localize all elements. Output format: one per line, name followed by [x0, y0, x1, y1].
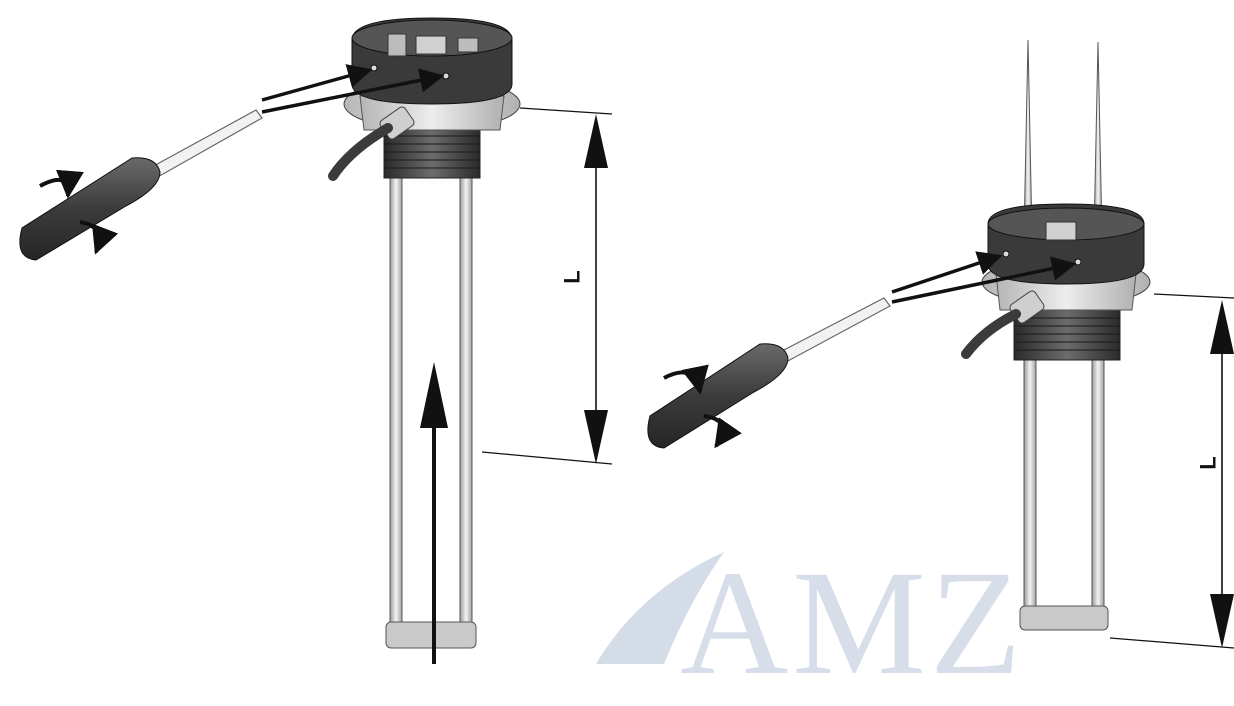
right-screw-hole-a — [1002, 250, 1010, 258]
watermark-swoosh-shape — [596, 552, 724, 664]
right-screwdriver-shaft — [779, 297, 891, 363]
left-terminal-block-2 — [387, 33, 407, 57]
left-screwdriver-shaft — [149, 109, 263, 179]
right-screw-hole-b — [1074, 258, 1082, 266]
left-screwdriver-handle — [19, 157, 161, 261]
left-insert-arrowhead — [420, 362, 448, 428]
right-assembly — [891, 39, 1234, 649]
left-screw-hole-a — [370, 64, 378, 72]
left-rotate-arrow-top — [39, 169, 84, 199]
right-thread-lines — [1014, 317, 1120, 351]
right-rod-a — [1023, 349, 1037, 621]
right-rod-b — [1091, 349, 1105, 621]
left-dimension-label: L — [559, 270, 585, 284]
left-probe-foot — [385, 621, 477, 649]
sensor-installation-diagram — [19, 17, 1234, 664]
right-dim-arrow-down — [1210, 594, 1234, 648]
left-terminal-block — [415, 35, 447, 55]
left-dim-ext-bottom — [481, 451, 613, 465]
right-rotate-arrow-bottom — [703, 414, 742, 449]
right-pointer-arrow-a — [891, 251, 1003, 294]
left-screw-hole-b — [442, 72, 450, 80]
left-screwdriver — [19, 109, 263, 261]
left-terminal-block-3 — [457, 37, 479, 53]
right-dim-arrow-up — [1210, 300, 1234, 354]
right-pointer-arrow-b — [891, 256, 1077, 304]
right-cable — [961, 309, 1021, 359]
left-thread-lines — [384, 135, 480, 169]
left-assembly — [261, 17, 613, 664]
right-rotate-arrow-top — [663, 364, 709, 395]
left-rod-a — [389, 169, 403, 633]
left-dim-ext-top — [519, 107, 613, 115]
right-screwdriver-handle — [647, 343, 789, 449]
left-rod-b — [459, 169, 473, 633]
right-dim-ext-top — [1153, 293, 1234, 299]
left-pointer-arrow-b — [261, 68, 445, 114]
left-dim-arrow-down — [584, 410, 608, 464]
right-dim-ext-bottom — [1109, 637, 1234, 649]
right-probe-foot — [1019, 605, 1109, 631]
left-cable — [328, 123, 393, 181]
right-screwdriver — [647, 297, 891, 449]
left-dim-arrow-up — [584, 114, 608, 168]
right-terminal-block — [1045, 221, 1077, 241]
left-rotate-arrow-bottom — [79, 220, 119, 255]
watermark-logo: AMZ — [680, 540, 1026, 706]
right-dimension-label: L — [1195, 456, 1221, 470]
left-pointer-arrow-a — [261, 64, 373, 102]
